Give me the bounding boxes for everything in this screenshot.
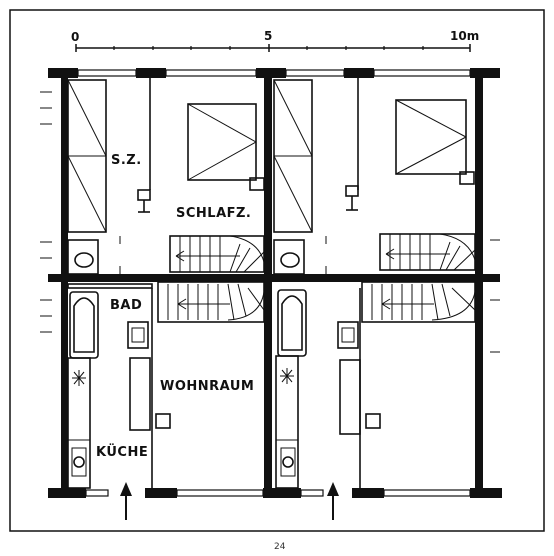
footer-mark: 24 <box>274 542 286 552</box>
scale-label-10: 10m <box>450 29 479 43</box>
walls <box>48 68 502 498</box>
label-wohnraum: WOHNRAUM <box>160 379 254 394</box>
label-kueche: KÜCHE <box>96 444 148 460</box>
unit-left <box>67 78 265 520</box>
unit-right <box>273 78 476 520</box>
label-bad: BAD <box>110 298 142 313</box>
label-sz: S.Z. <box>111 153 142 168</box>
label-schlafz: SCHLAFZ. <box>176 206 251 221</box>
scale-label-0: 0 <box>71 30 79 44</box>
left-exterior-marks <box>40 91 500 353</box>
scale-bar: 0 5 10m <box>71 29 479 52</box>
scale-label-5: 5 <box>264 29 272 43</box>
frame-border <box>9 9 545 532</box>
